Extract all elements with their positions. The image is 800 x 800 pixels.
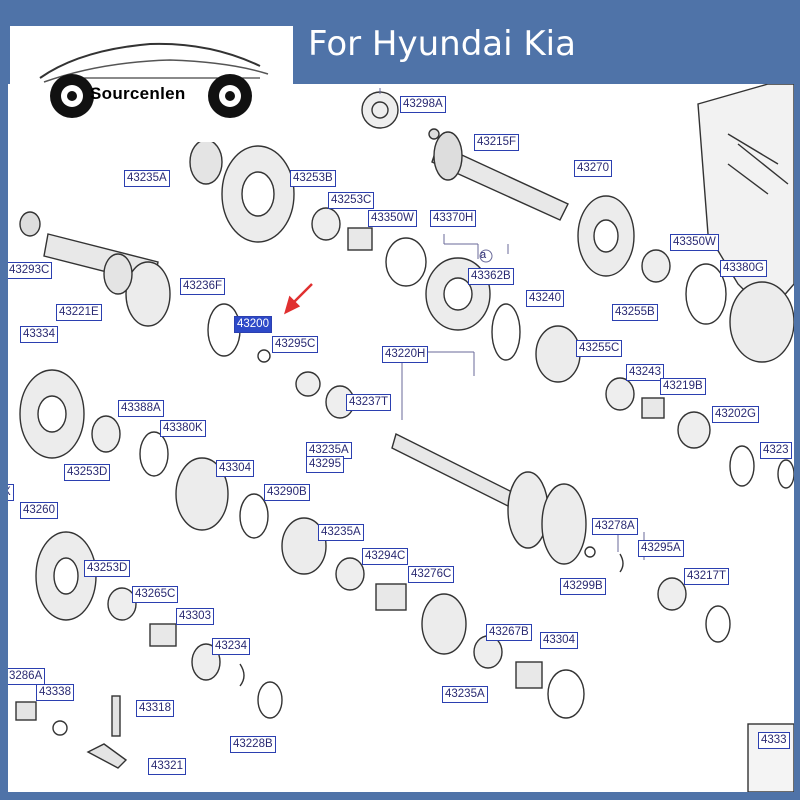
part-label[interactable]: 43255B (612, 304, 658, 321)
part-label[interactable]: 43294C (362, 548, 409, 565)
banner-title: For Hyundai Kia (308, 24, 576, 64)
part-label[interactable]: 43295A (638, 540, 684, 557)
parts-drawing (15, 84, 794, 792)
gear-part (541, 483, 587, 565)
part-label[interactable]: 43304 (540, 632, 578, 649)
part-label[interactable]: 43240 (526, 290, 564, 307)
bearing-part (361, 91, 399, 129)
bolt-part (111, 695, 121, 737)
wheel-icon (208, 74, 252, 118)
part-label[interactable]: 43270 (574, 160, 612, 177)
part-label[interactable]: 43260 (20, 502, 58, 519)
part-label[interactable]: 43318 (136, 700, 174, 717)
gear-part (281, 517, 327, 575)
part-label[interactable]: 43228B (230, 736, 276, 753)
gear-part (535, 325, 581, 383)
bearing-bore (371, 101, 389, 119)
part-label[interactable]: 43362B (468, 268, 514, 285)
part-label[interactable]: 43235A (306, 442, 352, 459)
part-label[interactable]: 43253B (290, 170, 336, 187)
gear-part (189, 139, 223, 185)
pin-part (86, 743, 128, 769)
brand-name: Sourcenlen (90, 84, 186, 103)
part-label[interactable]: 43202G (712, 406, 759, 423)
bevel-gear (433, 131, 463, 181)
part-label[interactable]: 43295 (306, 456, 344, 473)
gear-part (125, 261, 171, 327)
part-label[interactable]: 43295C (272, 336, 319, 353)
part-label[interactable]: 43293C (8, 262, 53, 279)
part-label[interactable]: 43338 (36, 684, 74, 701)
part-label[interactable]: 43234 (212, 638, 250, 655)
part-label[interactable]: 43380K (160, 420, 206, 437)
part-label[interactable]: 43253C (328, 192, 375, 209)
part-label[interactable]: 43265C (132, 586, 179, 603)
part-label[interactable]: 43217T (684, 568, 730, 585)
part-label[interactable]: 43235A (442, 686, 488, 703)
part-label[interactable]: 4333 (758, 732, 790, 749)
output-shaft (391, 432, 529, 516)
part-label[interactable]: 43298A (400, 96, 446, 113)
part-label[interactable]: 43278A (592, 518, 638, 535)
gear-part (729, 281, 794, 363)
part-label[interactable]: 43253D (84, 560, 131, 577)
part-label[interactable]: 43215F (474, 134, 520, 151)
part-label[interactable]: 43304 (216, 460, 254, 477)
part-label[interactable]: 43255C (576, 340, 623, 357)
part-label[interactable]: 43236F (180, 278, 226, 295)
part-label[interactable]: 43299B (560, 578, 606, 595)
selected-part-label[interactable]: 43200 (234, 316, 272, 333)
part-label[interactable]: 43220H (382, 346, 429, 363)
wheel-icon (50, 74, 94, 118)
part-label[interactable]: X (8, 484, 14, 501)
part-label[interactable]: 43253D (64, 464, 111, 481)
part-label[interactable]: 43219B (660, 378, 706, 395)
pointer-arrow (284, 283, 313, 315)
callout-letter: a (480, 249, 487, 261)
part-label[interactable]: 43350W (368, 210, 417, 227)
exploded-parts-diagram: a 43298A 43215F 43235A 43253B 43253C 433… (8, 84, 794, 792)
part-label[interactable]: 43350W (670, 234, 719, 251)
part-label[interactable]: 43321 (148, 758, 186, 775)
part-label[interactable]: 43370H (430, 210, 477, 227)
part-label[interactable]: 43235A (318, 524, 364, 541)
part-label[interactable]: 43303 (176, 608, 214, 625)
gear-part (507, 471, 549, 549)
part-label[interactable]: 43334 (20, 326, 58, 343)
part-label[interactable]: 4323 (760, 442, 792, 459)
part-label[interactable]: 43237T (346, 394, 392, 411)
part-label[interactable]: 43267B (486, 624, 532, 641)
brand-logo: Sourcenlen (10, 26, 293, 142)
housing-part (697, 84, 794, 316)
part-label[interactable]: 43380G (720, 260, 767, 277)
car-logo-icon (39, 42, 269, 118)
part-label[interactable]: 3286A (8, 668, 46, 685)
part-label[interactable]: 43243 (626, 364, 664, 381)
gear-part (421, 593, 467, 655)
part-label[interactable]: 43235A (124, 170, 170, 187)
part-label[interactable]: 43388A (118, 400, 164, 417)
part-label[interactable]: 43221E (56, 304, 102, 321)
part-label[interactable]: 43276C (408, 566, 455, 583)
part-label[interactable]: 43290B (264, 484, 310, 501)
synchro-part (175, 457, 229, 531)
